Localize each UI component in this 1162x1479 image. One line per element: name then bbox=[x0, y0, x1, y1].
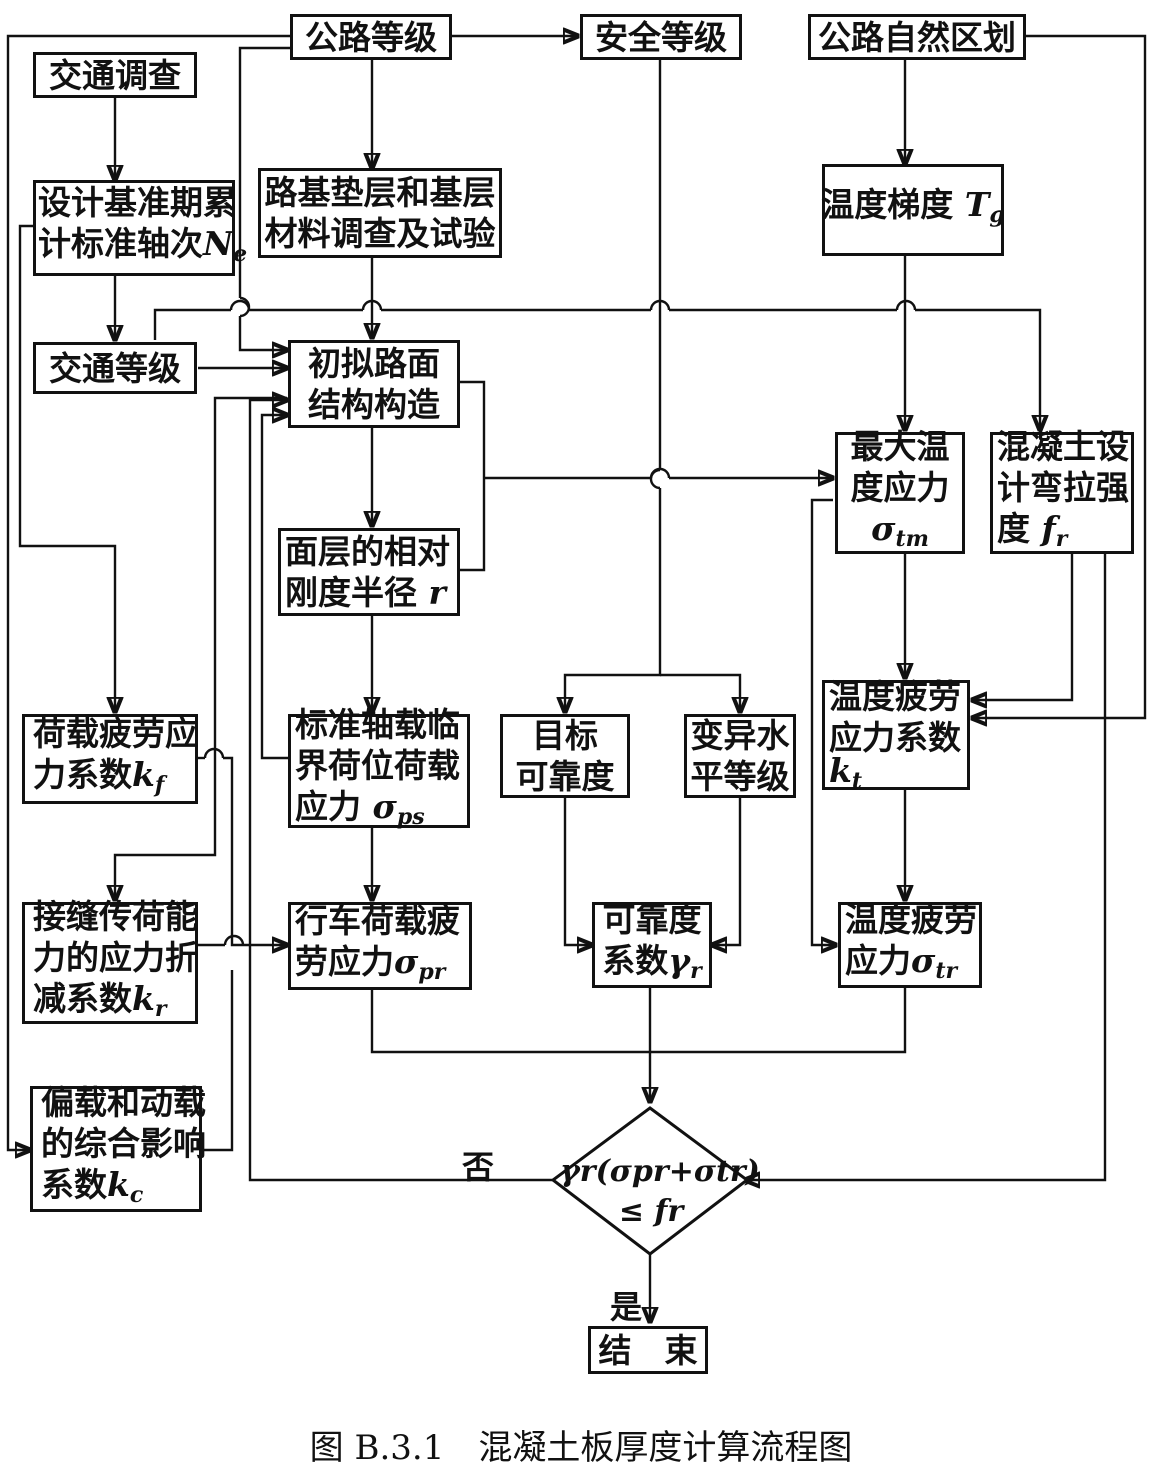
figure-caption: 图 B.3.1 混凝土板厚度计算流程图 bbox=[309, 1428, 853, 1468]
combined-effect-box: 偏载和动载 的综合影响 系数kc bbox=[30, 1083, 206, 1212]
wire-grade-to-structure bbox=[238, 46, 290, 298]
no-label: 否 bbox=[462, 1148, 495, 1186]
stiffness-radius-box: 面层的相对 刚度半径 r bbox=[278, 528, 460, 616]
traffic-fatigue-stress-box: 行车荷载疲 劳应力σpr bbox=[288, 901, 472, 990]
reliability-coef-box: 可靠度 系数γr bbox=[592, 900, 712, 988]
wire-zone-to-tempcoef bbox=[972, 34, 1147, 718]
natural-zone-box: 公路自然区划 bbox=[808, 14, 1026, 60]
temp-fatigue-coef-box: 温度疲劳 应力系数 kt bbox=[822, 677, 970, 794]
subgrade-box: 路基垫层和基层 材料调查及试验 bbox=[258, 168, 502, 258]
decision-condition: γr(σpr+σtr) ≤ fr bbox=[560, 1154, 760, 1229]
safety-grade-box: 安全等级 bbox=[580, 14, 742, 60]
temp-fatigue-stress-box: 温度疲劳 应力σtr bbox=[838, 900, 982, 988]
yes-label: 是 bbox=[610, 1288, 643, 1326]
concrete-strength-box: 混凝土设 计弯拉强 度 fr bbox=[990, 427, 1134, 554]
wire-axle-to-loadfatigue bbox=[18, 224, 115, 712]
load-fatigue-box: 荷载疲劳应 力系数kf bbox=[22, 714, 198, 804]
wire-temp-horizontal bbox=[153, 308, 231, 340]
traffic-survey-box: 交通调查 bbox=[33, 52, 197, 98]
joint-transfer-box: 接缝传荷能 力的应力折 减系数kr bbox=[22, 897, 198, 1024]
target-reliability-box: 目标 可靠度 bbox=[500, 714, 630, 798]
axle-load-stress-box: 标准轴载临 界荷位荷载 应力 σps bbox=[288, 705, 470, 830]
initial-structure-box: 初拟路面 结构构造 bbox=[288, 340, 460, 428]
temp-gradient-box: 温度梯度 Tg bbox=[821, 164, 1005, 256]
variation-level-box: 变异水 平等级 bbox=[684, 714, 796, 798]
highway-grade-box: 公路等级 bbox=[290, 14, 452, 60]
wire-grade-to-combined bbox=[6, 34, 290, 1150]
end-box: 结 束 bbox=[588, 1326, 708, 1374]
design-axle-box: 设计基准期累 计标准轴次Ne bbox=[33, 180, 247, 276]
max-temp-stress-box: 最大温 度应力 σtm bbox=[835, 427, 965, 554]
traffic-grade-box: 交通等级 bbox=[33, 342, 197, 394]
